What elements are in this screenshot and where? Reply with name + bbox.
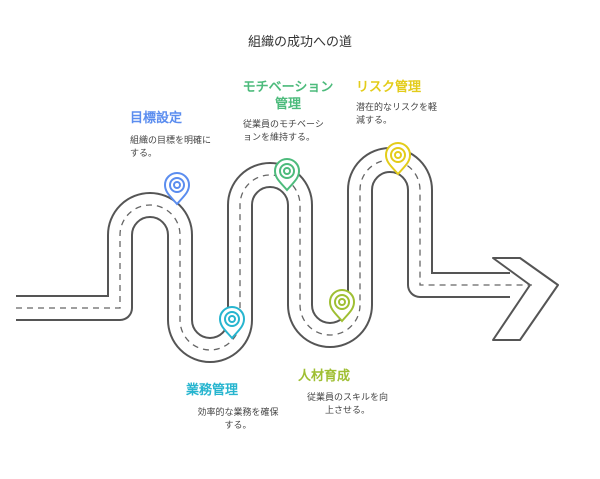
goal-title: 目標設定 [130, 111, 183, 126]
talent-description: 従業員のスキルを向 上させる。 [295, 392, 400, 418]
risk-description: 潜在的なリスクを軽 減する。 [356, 102, 437, 128]
motivation-title-line-2: 管理 [274, 97, 301, 112]
risk-desc-line-2: 減する。 [356, 116, 393, 126]
business-pin-icon [218, 306, 246, 340]
business-desc-line-2: する。 [224, 421, 252, 431]
motivation-desc-line-2: ョンを維持する。 [243, 133, 316, 143]
motivation-title-line-1: モチベーション [242, 80, 334, 95]
business-description: 効率的な業務を確保 する。 [183, 407, 293, 433]
motivation-title: モチベーション 管理 [238, 79, 338, 113]
goal-pin-icon [163, 172, 191, 206]
talent-desc-line-1: 従業員のスキルを向 [306, 393, 388, 403]
road-arrowhead [492, 257, 559, 341]
business-desc-line-1: 効率的な業務を確保 [197, 408, 279, 418]
goal-desc-line-2: する。 [130, 149, 158, 159]
motivation-description: 従業員のモチベーシ ョンを維持する。 [243, 119, 324, 145]
business-title: 業務管理 [186, 383, 239, 398]
risk-desc-line-1: 潜在的なリスクを軽 [356, 103, 438, 113]
talent-desc-line-2: 上させる。 [324, 406, 370, 416]
diagram-title: 組織の成功への道 [247, 35, 352, 50]
motivation-desc-line-1: 従業員のモチベーシ [243, 120, 324, 130]
talent-pin-icon [328, 289, 356, 323]
road-center-dashes [16, 159, 532, 351]
risk-title: リスク管理 [356, 80, 422, 95]
risk-pin-icon [384, 142, 412, 176]
road-outline [16, 147, 510, 363]
talent-title: 人材育成 [298, 369, 351, 384]
goal-desc-line-1: 組織の目標を明確に [130, 136, 212, 146]
motivation-pin-icon [273, 158, 301, 192]
goal-description: 組織の目標を明確に する。 [130, 135, 211, 161]
